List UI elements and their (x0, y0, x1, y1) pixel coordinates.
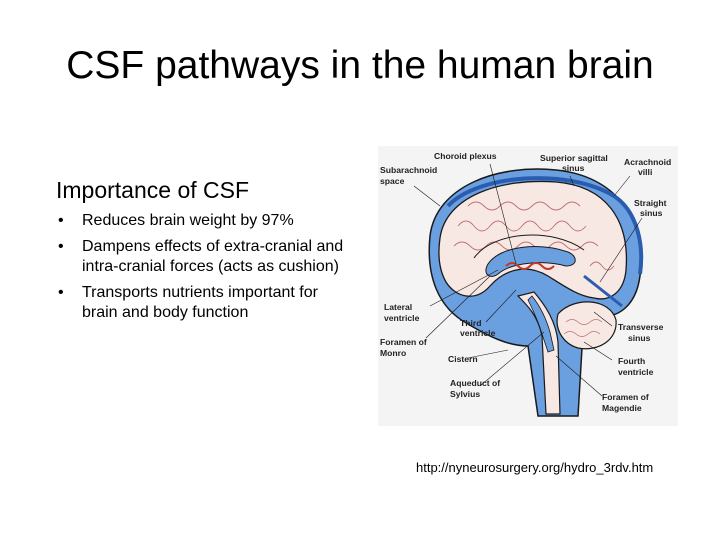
label-lateral-ventricle: ventricle (384, 313, 420, 323)
brainstem (516, 291, 561, 415)
list-item: • Reduces brain weight by 97% (56, 211, 356, 231)
aqueduct-fourth-ventricle (527, 295, 555, 353)
label-foramen-of-magendie-1: Foramen of (602, 392, 649, 402)
label-cistern: Cistern (448, 354, 478, 364)
straight-sinus (583, 274, 623, 308)
label-foramen-of-magendie-2: Magendie (602, 403, 642, 413)
bullet-text: Reduces brain weight by 97% (82, 212, 294, 229)
lateral-ventricle (485, 246, 576, 277)
label-subarachnoid-space: space (380, 176, 405, 186)
label-superior-sagittal-sinus: sinus (562, 163, 585, 173)
label-foramen-of-monro-2: Monro (380, 348, 406, 358)
leader-lines (413, 163, 643, 397)
superior-sagittal-sinus (446, 176, 644, 275)
label-third-ventricle: ventricle (460, 328, 496, 338)
brain-csf-diagram: Choroid plexus Superior sagittal sinus A… (378, 146, 678, 426)
bullet-text: Dampens effects of extra-cranial and int… (82, 238, 344, 275)
list-item: • Dampens effects of extra-cranial and i… (56, 237, 356, 277)
bullet-glyph: • (58, 284, 64, 301)
label-aqueduct-sylvius: Sylvius (450, 389, 480, 399)
label-arachnoid: Acrachnoid (624, 157, 671, 167)
content-section: Importance of CSF • Reduces brain weight… (56, 175, 356, 329)
bullet-text: Transports nutrients important for brain… (82, 284, 318, 321)
gyri-lines (453, 201, 615, 271)
bullet-glyph: • (58, 212, 64, 229)
label-superior-sagittal: Superior sagittal (540, 153, 608, 163)
label-straight-sinus: sinus (640, 208, 663, 218)
choroid-plexus (505, 262, 555, 270)
label-aqueduct: Aqueduct of (450, 378, 500, 388)
bullet-list: • Reduces brain weight by 97% • Dampens … (56, 211, 356, 323)
label-fourth-ventricle: ventricle (618, 367, 654, 377)
section-heading: Importance of CSF (56, 177, 250, 203)
cerebellum (556, 301, 617, 350)
slide-title: CSF pathways in the human brain (66, 44, 654, 87)
label-transverse: Transverse (618, 322, 664, 332)
label-foramen-of-monro-1: Foramen of (380, 337, 427, 347)
label-choroid-plexus: Choroid plexus (434, 151, 497, 161)
label-fourth: Fourth (618, 356, 645, 366)
source-link[interactable]: http://nyneurosurgery.org/hydro_3rdv.htm (416, 460, 654, 475)
bullet-glyph: • (58, 238, 64, 255)
label-arachnoid-villi: villi (638, 167, 652, 177)
label-subarachnoid: Subarachnoid (380, 165, 437, 175)
label-third: Third (460, 318, 481, 328)
corpus-callosum (473, 234, 585, 259)
label-lateral: Lateral (384, 302, 412, 312)
label-transverse-sinus: sinus (628, 333, 651, 343)
label-straight: Straight (634, 198, 667, 208)
cerebellum-folia (563, 319, 603, 337)
list-item: • Transports nutrients important for bra… (56, 283, 356, 323)
